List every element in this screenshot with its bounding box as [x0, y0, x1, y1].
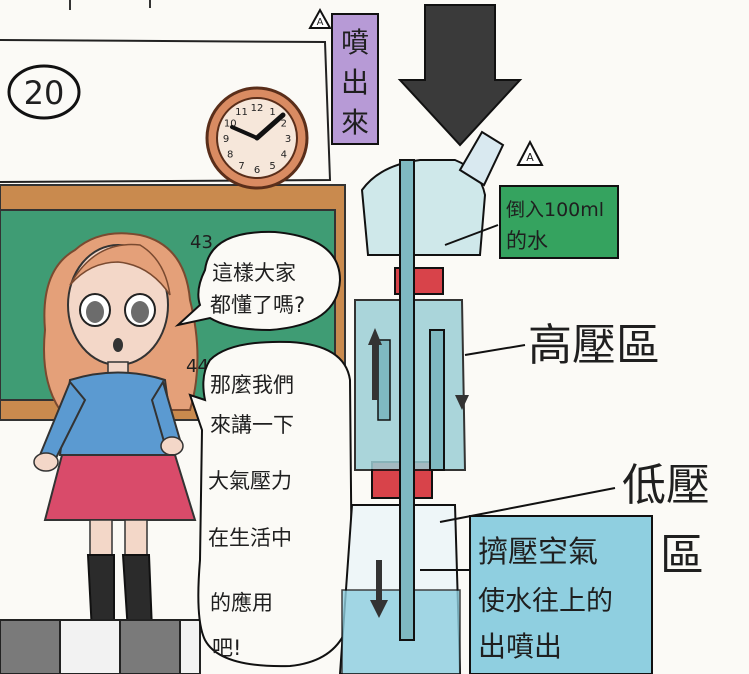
down-arrow-icon	[397, 4, 523, 147]
clock-minute-hand	[230, 125, 259, 140]
low-pressure-text-2: 區	[660, 530, 704, 581]
triangle-marker-b: A	[516, 139, 544, 166]
squeeze-label: 擠壓空氣 使水往上的 出噴出	[420, 515, 653, 674]
skirt	[43, 454, 197, 521]
pour-pointer-line	[444, 224, 499, 246]
bubble-2-line-4: 在生活中	[208, 526, 292, 550]
squeeze-label-line-3: 出噴出	[478, 630, 562, 663]
eject-label-box	[331, 13, 379, 145]
clock-numeral: 11	[235, 107, 248, 118]
marker-44: 44	[186, 356, 209, 377]
mouth	[113, 338, 123, 352]
speech-bubble-1: 43 這樣大家 都懂了嗎?	[174, 230, 342, 332]
clock-numeral: 12	[251, 103, 264, 114]
right-hand	[160, 436, 184, 456]
pour-label-line-1: 倒入100ml	[506, 199, 604, 221]
low-pressure-text-1: 低壓	[622, 460, 710, 511]
svg-text:A: A	[526, 151, 534, 164]
bubble-1-outline	[174, 230, 342, 332]
speech-bubble-2: 44 那麼我們 來講一下 大氣壓力 在生活中 的應用 吧!	[186, 340, 354, 668]
pour-label-line-2: 的水	[506, 229, 548, 253]
top-edge-lines	[69, 0, 151, 10]
svg-text:A: A	[317, 17, 324, 28]
eject-label-line-1: 噴	[341, 26, 369, 59]
bubble-2-line-6: 吧!	[212, 636, 241, 660]
bubble-2-outline	[188, 340, 354, 668]
clock-numeral: 1	[269, 107, 275, 118]
left-pupil	[86, 301, 104, 323]
squeeze-label-line-2: 使水往上的	[478, 586, 613, 617]
clock-hour-hand	[254, 112, 286, 141]
clock-numeral: 5	[269, 161, 275, 172]
clock-numeral: 3	[285, 134, 291, 145]
low-pressure-label: 低壓 區	[439, 460, 710, 581]
bubble-2-line-5: 的應用	[210, 591, 273, 615]
long-tube	[399, 159, 415, 641]
short-tube	[429, 329, 445, 471]
bubble-2-line-1: 那麼我們	[210, 373, 294, 397]
clock-numeral: 8	[227, 150, 233, 161]
high-pressure-label: 高壓區	[464, 320, 660, 371]
clock-numeral: 10	[224, 119, 237, 130]
pour-label: 倒入100ml 的水	[444, 185, 619, 259]
side-tube	[377, 339, 391, 421]
clock-numeral: 9	[223, 134, 229, 145]
pour-label-box	[499, 185, 619, 259]
high-pressure-text: 高壓區	[528, 320, 660, 371]
bubble-2-line-3: 大氣壓力	[208, 469, 292, 493]
bubble-1-line-1: 這樣大家	[212, 261, 296, 285]
clock-numeral: 4	[281, 150, 287, 161]
triangle-marker-a: A	[308, 7, 332, 29]
clock-numeral: 2	[281, 119, 287, 130]
high-pressure-pointer	[464, 344, 526, 356]
small-arrow-icon	[455, 395, 469, 410]
squeeze-label-line-1: 擠壓空氣	[478, 535, 598, 570]
page-number-circle	[7, 64, 81, 120]
top-bottle	[360, 159, 487, 256]
left-hand	[33, 452, 59, 472]
page-number: 20	[24, 74, 65, 112]
bottle-apparatus	[338, 130, 505, 674]
girl-character	[33, 232, 199, 634]
squeeze-label-box	[469, 515, 653, 674]
down-small-arrow-icon	[370, 560, 388, 618]
up-arrow-icon	[368, 328, 382, 400]
pouring-cup	[458, 130, 505, 187]
bubble-1-line-2: 都懂了嗎?	[210, 293, 305, 317]
floor-tiles	[0, 619, 201, 674]
clock-numeral: 6	[254, 165, 260, 176]
bubble-2-line-2: 來講一下	[210, 413, 294, 437]
eject-label-line-3: 來	[341, 106, 369, 139]
marker-43: 43	[190, 232, 213, 253]
right-pupil	[131, 301, 149, 323]
eject-label: 噴 出 來	[331, 13, 379, 145]
eject-label-line-2: 出	[341, 66, 369, 99]
clock-numeral: 7	[238, 161, 244, 172]
bangs	[69, 243, 171, 296]
